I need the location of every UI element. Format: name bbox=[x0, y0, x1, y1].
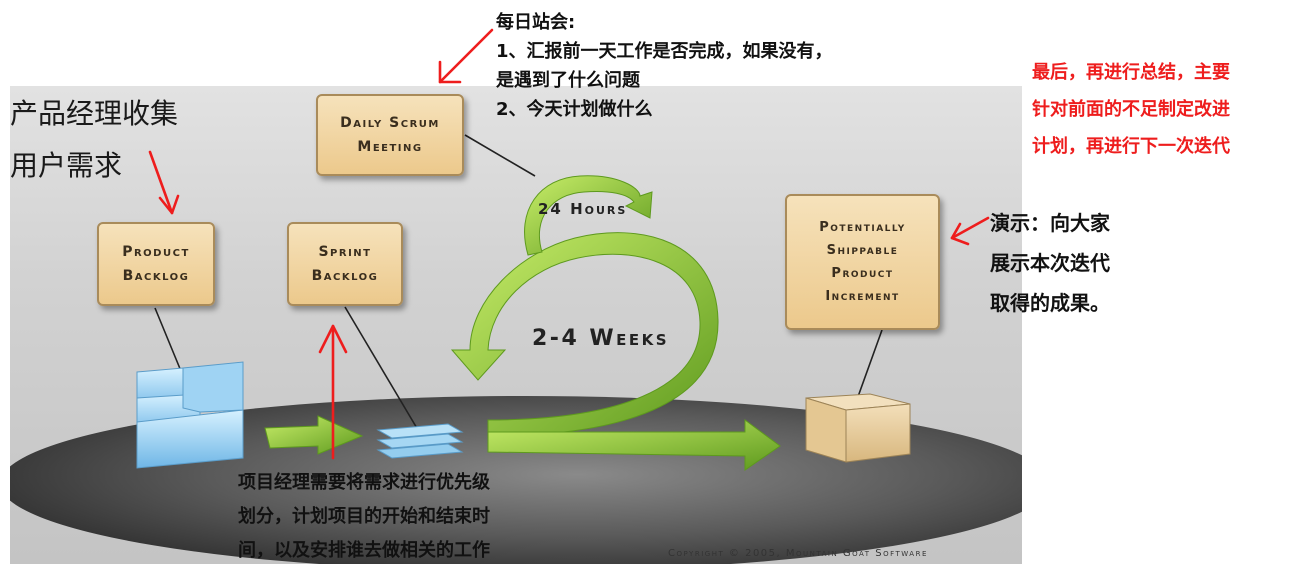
planning-line-3: 间，以及安排谁去做相关的工作 bbox=[238, 534, 490, 568]
retro-line-1: 最后，再进行总结，主要 bbox=[1032, 54, 1230, 91]
sprint-backlog-stack bbox=[378, 424, 462, 458]
daily-scrum-label: Daily Scrum Meeting bbox=[340, 111, 440, 159]
product-backlog-label: Product Backlog bbox=[122, 240, 190, 288]
retro-note: 最后，再进行总结，主要 针对前面的不足制定改进 计划，再进行下一次迭代 bbox=[1032, 54, 1230, 165]
backlog-to-sprint-arrow bbox=[265, 416, 362, 454]
sprint-backlog-label: Sprint Backlog bbox=[312, 240, 379, 288]
product-backlog-card: Product Backlog bbox=[97, 222, 215, 306]
daily-note-line-2: 是遇到了什么问题 bbox=[496, 66, 833, 95]
weeks-label: 2-4 Weeks bbox=[532, 326, 669, 351]
hours-label: 24 Hours bbox=[538, 200, 627, 218]
planning-line-1: 项目经理需要将需求进行优先级 bbox=[238, 466, 490, 500]
planning-line-2: 划分，计划项目的开始和结束时 bbox=[238, 500, 490, 534]
product-backlog-stack bbox=[137, 362, 243, 468]
demo-line-3: 取得的成果。 bbox=[990, 283, 1110, 323]
sprint-backlog-card: Sprint Backlog bbox=[287, 222, 403, 306]
demo-note: 演示：向大家 展示本次迭代 取得的成果。 bbox=[990, 203, 1110, 323]
daily-scrum-note: 每日站会: 1、汇报前一天工作是否完成，如果没有， 是遇到了什么问题 2、今天计… bbox=[496, 8, 833, 124]
increment-label: Potentially Shippable Product Increment bbox=[819, 216, 906, 308]
pm-collect-note: 产品经理收集 用户需求 bbox=[10, 88, 178, 192]
increment-card: Potentially Shippable Product Increment bbox=[785, 194, 940, 330]
demo-line-1: 演示：向大家 bbox=[990, 203, 1110, 243]
daily-scrum-card: Daily Scrum Meeting bbox=[316, 94, 464, 176]
pm-collect-line-2: 用户需求 bbox=[10, 140, 178, 192]
retro-line-2: 针对前面的不足制定改进 bbox=[1032, 91, 1230, 128]
daily-note-line-3: 2、今天计划做什么 bbox=[496, 95, 833, 124]
planning-note: 项目经理需要将需求进行优先级 划分，计划项目的开始和结束时 间，以及安排谁去做相… bbox=[238, 466, 490, 568]
shippable-box bbox=[806, 394, 910, 462]
demo-line-2: 展示本次迭代 bbox=[990, 243, 1110, 283]
retro-line-3: 计划，再进行下一次迭代 bbox=[1032, 128, 1230, 165]
copyright-text: Copyright © 2005, Mountain Goat Software bbox=[668, 548, 928, 559]
pm-collect-line-1: 产品经理收集 bbox=[10, 88, 178, 140]
daily-note-line-1: 1、汇报前一天工作是否完成，如果没有， bbox=[496, 37, 833, 66]
daily-note-title: 每日站会: bbox=[496, 8, 833, 37]
